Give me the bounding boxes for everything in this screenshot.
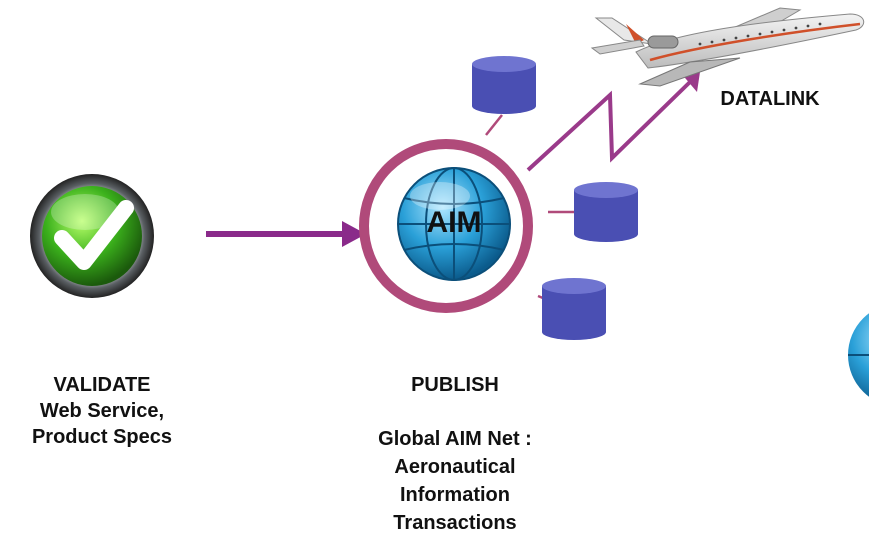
validate-title: VALIDATE — [53, 374, 151, 396]
publish-title: PUBLISH — [411, 374, 499, 396]
database-icon — [472, 56, 536, 114]
datalink-label: DATALINK — [720, 88, 820, 110]
validate-line2: Product Specs — [31, 426, 173, 448]
publish-desc-line: Global AIM Net : — [378, 428, 532, 450]
publish-desc-line: Transactions — [393, 512, 517, 534]
database-icon — [574, 182, 638, 242]
aim-globe-icon — [397, 167, 511, 281]
publish-desc-line: Aeronautical — [394, 456, 516, 478]
aim-globe-label: AIM — [426, 206, 482, 239]
publish-desc-line: Information — [400, 484, 510, 506]
publish-ring — [359, 139, 533, 313]
check-badge-icon — [30, 174, 154, 298]
publish-description: Global AIM Net : Aeronautical Informatio… — [350, 425, 560, 537]
lightning-link-icon — [526, 72, 700, 172]
database-icon — [542, 278, 606, 340]
validate-line1: Web Service, — [39, 400, 165, 422]
airplane-icon — [590, 7, 865, 87]
validate-to-publish-arrow — [206, 221, 366, 247]
validate-label-block: VALIDATE Web Service, Product Specs — [0, 372, 204, 450]
secondary-globe-icon — [848, 313, 869, 397]
